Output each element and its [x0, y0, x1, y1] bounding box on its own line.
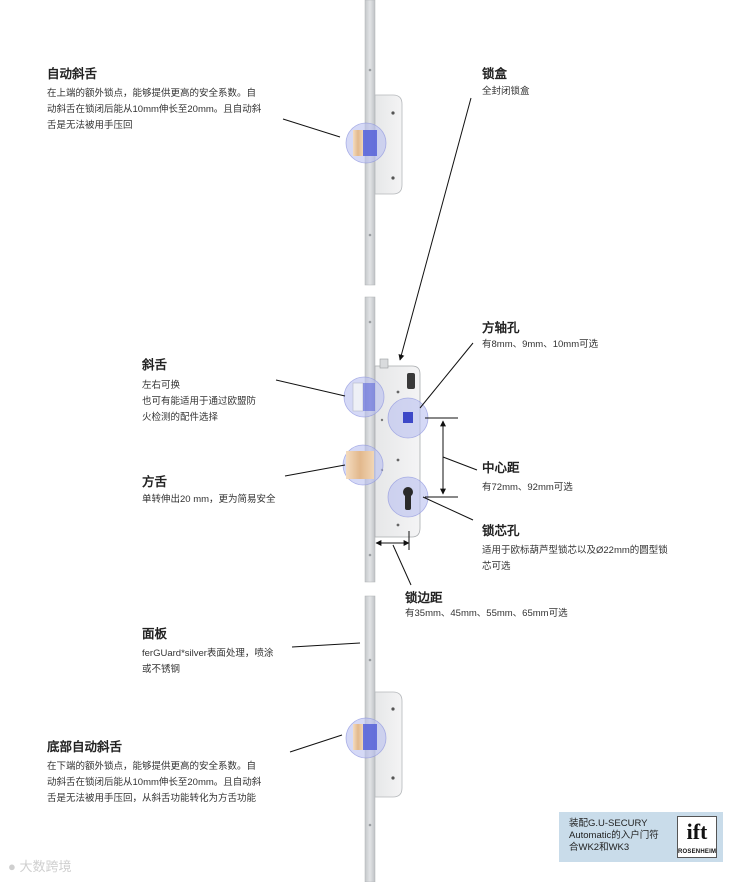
- faceplate-title: 面板: [142, 627, 168, 641]
- leader-lines: [275, 97, 474, 753]
- backset-title: 锁边距: [405, 591, 443, 605]
- bottom-auto-latch-line: 舌是无法被用手压回，从斜舌功能转化为方舌功能: [47, 793, 257, 804]
- bottom-auto-latch-housing: [374, 691, 403, 798]
- certification-box: 装配G.U-SECURY Automatic的入户门符 合WK2和WK3 ift…: [559, 812, 723, 862]
- cylinder-hole-description: 适用于欧标葫芦型锁芯以及Ø22mm的圆型锁 芯可选: [482, 543, 668, 575]
- certification-line: 装配G.U-SECURY: [569, 818, 648, 829]
- cylinder-hole-line: 适用于欧标葫芦型锁芯以及Ø22mm的圆型锁: [482, 545, 668, 556]
- certification-line: 合WK2和WK3: [569, 842, 630, 853]
- watermark: ● 大数跨境: [8, 856, 72, 875]
- auto-latch-line: 舌是无法被用手压回: [47, 120, 133, 131]
- cylinder-hole-title: 锁芯孔: [482, 524, 520, 538]
- watermark-text: 大数跨境: [19, 859, 72, 874]
- spindle-and-cylinder-holes: [403, 412, 413, 510]
- latch-line: 也可有能适用于通过欧盟防: [142, 396, 257, 407]
- deadbolt-title: 方舌: [142, 475, 168, 489]
- lock-case-description: 全封闭锁盒: [482, 86, 530, 97]
- spindle-hole-title: 方轴孔: [482, 321, 520, 335]
- auto-latch-description: 在上端的额外锁点，能够提供更高的安全系数。自 动斜舌在锁闭后能从10mm伸长至2…: [47, 86, 261, 134]
- latch-line: 火检测的配件选择: [142, 412, 219, 423]
- certification-line: Automatic的入户门符: [569, 830, 659, 841]
- ift-rosenheim-logo: ift ROSENHEIM: [677, 816, 717, 858]
- top-auto-latch-housing: [374, 94, 403, 195]
- auto-latch-line: 在上端的额外锁点，能够提供更高的安全系数。自: [47, 88, 257, 99]
- deadbolt-description: 单转伸出20 mm，更为简易安全: [142, 494, 276, 505]
- certification-text: 装配G.U-SECURY Automatic的入户门符 合WK2和WK3: [569, 818, 673, 854]
- center-distance-dimension: [425, 417, 478, 498]
- cylinder-hole-line: 芯可选: [482, 561, 511, 572]
- faceplate-line: ferGUard*silver表面处理，喷涂: [142, 648, 274, 659]
- ift-logo-mark: ift: [686, 819, 708, 844]
- ift-logo-sub: ROSENHEIM: [678, 849, 717, 855]
- lock-case-title: 锁盒: [482, 67, 508, 81]
- faceplate-line: 或不锈钢: [142, 664, 181, 675]
- auto-latch-line: 动斜舌在锁闭后能从10mm伸长至20mm。且自动斜: [47, 104, 262, 115]
- latch-description: 左右可换 也可有能适用于通过欧盟防 火检测的配件选择: [142, 378, 256, 426]
- latch-line: 左右可换: [142, 380, 181, 391]
- center-distance-description: 有72mm、92mm可选: [482, 482, 573, 493]
- bottom-auto-latch-line: 在下端的额外锁点，能够提供更高的安全系数。自: [47, 761, 257, 772]
- watermark-logo-icon: ●: [8, 859, 16, 874]
- latch-bolts: [346, 130, 377, 750]
- center-distance-title: 中心距: [482, 461, 520, 475]
- backset-description: 有35mm、45mm、55mm、65mm可选: [405, 608, 568, 619]
- bottom-auto-latch-line: 动斜舌在锁闭后能从10mm伸长至20mm。且自动斜: [47, 777, 262, 788]
- bottom-auto-latch-title: 底部自动斜舌: [47, 740, 123, 754]
- auto-latch-title: 自动斜舌: [47, 67, 98, 81]
- latch-title: 斜舌: [142, 358, 168, 372]
- faceplate-description: ferGUard*silver表面处理，喷涂 或不锈钢: [142, 646, 273, 678]
- bottom-auto-latch-description: 在下端的额外锁点，能够提供更高的安全系数。自 动斜舌在锁闭后能从10mm伸长至2…: [47, 759, 261, 807]
- spindle-hole-description: 有8mm、9mm、10mm可选: [482, 339, 599, 350]
- backset-dimension: [375, 531, 412, 586]
